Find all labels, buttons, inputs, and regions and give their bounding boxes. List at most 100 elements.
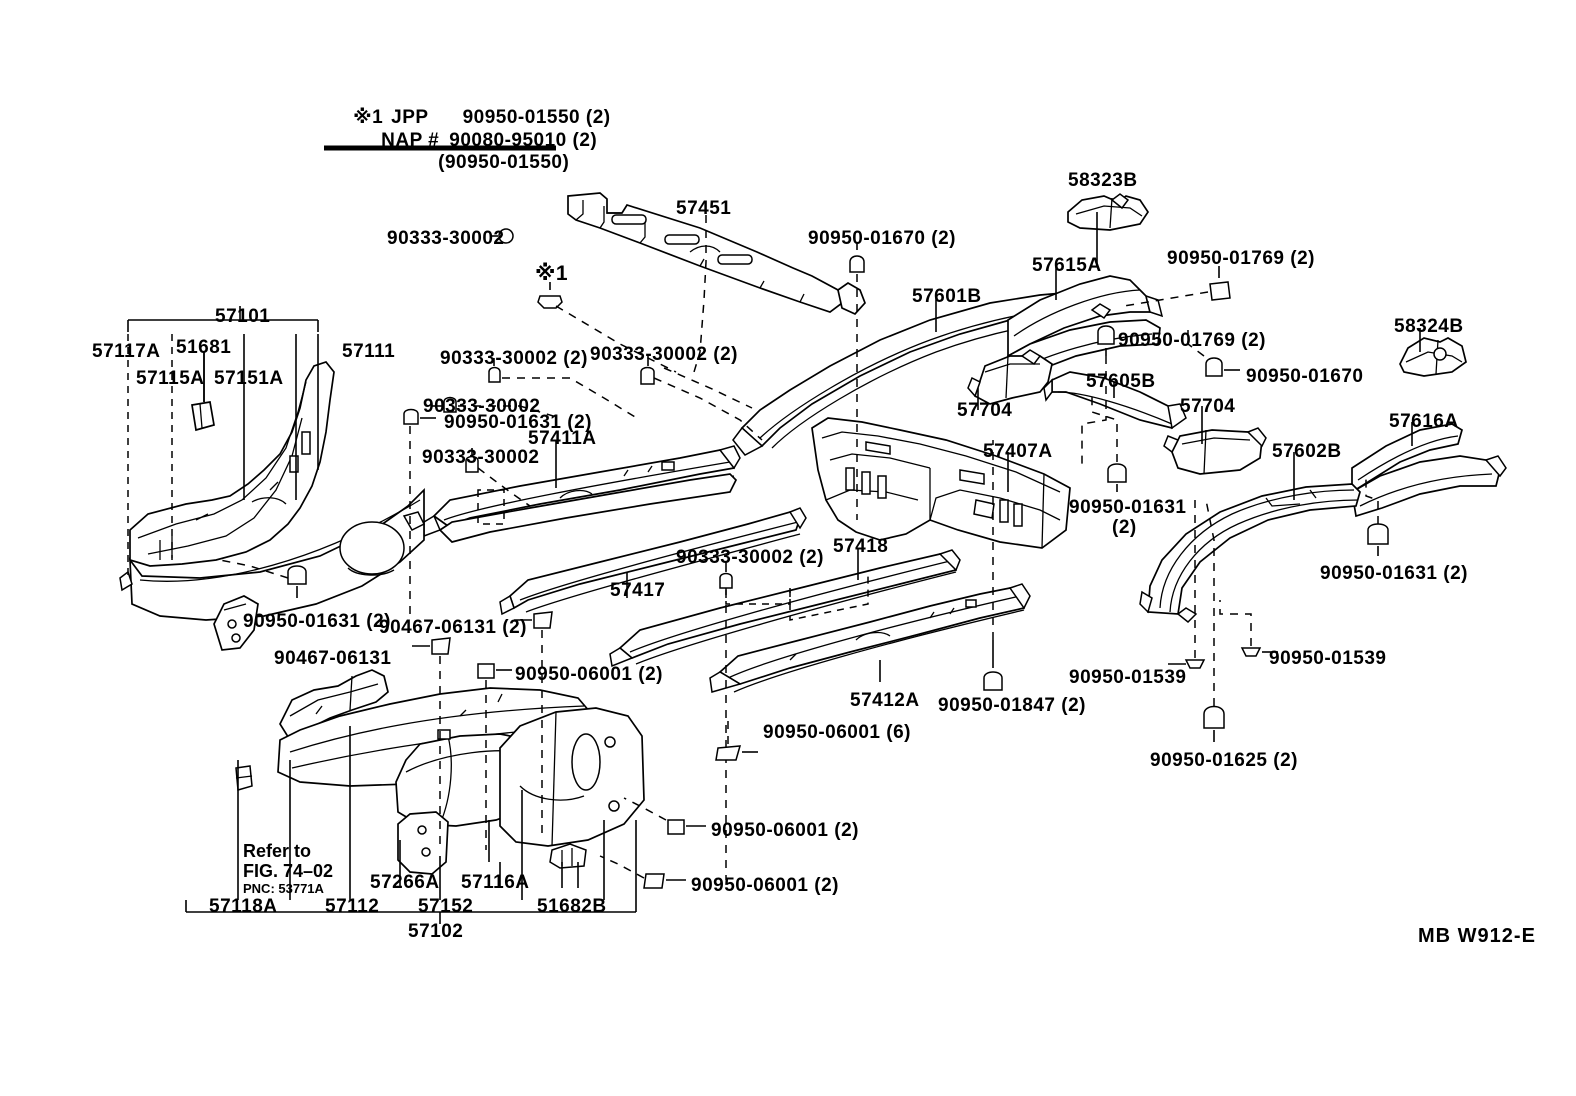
label-57616A: 57616A — [1389, 411, 1459, 432]
bracket-57102 — [185, 726, 637, 924]
fastener-90950-01631-upper — [403, 408, 436, 620]
header-note: ※1 JPP 90950-01550 (2) — [330, 82, 611, 155]
label-90950-01670-b: 90950-01670 — [1246, 366, 1364, 387]
label-90950-01670-a: 90950-01670 (2) — [808, 228, 956, 249]
label-57605B: 57605B — [1086, 371, 1156, 392]
refer-note: Refer to FIG. 74–02 PNC: 53771A — [243, 841, 334, 896]
header-note-line2: NAP # 90080-95010 (2) — [358, 105, 597, 178]
fastener-90950-06001-a — [477, 663, 512, 850]
leader-57451 — [693, 215, 707, 373]
part-illustration-57101 — [119, 361, 426, 651]
fastener-marker-1 — [537, 282, 677, 373]
label-57407A: 57407A — [983, 441, 1053, 462]
label-57704-left: 57704 — [957, 400, 1013, 421]
fastener-90950-01539-b — [1219, 600, 1278, 657]
fastener-90950-01670-a — [849, 242, 865, 520]
header-note-line3-value: (90950-01550) — [438, 152, 570, 174]
fastener-90950-01539-a — [1168, 500, 1206, 669]
refer-note-line1: Refer to — [243, 841, 312, 861]
fastener-90950-01631-left — [219, 559, 307, 598]
label-90950-01631-center: 90950-01631 — [1069, 497, 1187, 518]
label-57602B: 57602B — [1272, 441, 1342, 462]
label-57601B: 57601B — [912, 286, 982, 307]
label-57117A: 57117A — [92, 341, 161, 362]
fastener-90950-06001-b — [715, 720, 758, 761]
label-90950-01769-b: 90950-01769 (2) — [1118, 330, 1266, 351]
label-90950-01631-right: 90950-01631 (2) — [1320, 563, 1468, 584]
label-90333-30002-b: 90333-30002 (2) — [440, 348, 588, 369]
bracket-57101 — [127, 306, 319, 580]
fastener-90467-06131-a — [514, 611, 553, 840]
label-57115A: 57115A — [136, 368, 205, 389]
fastener-90950-01631-center — [1091, 392, 1127, 492]
label-58323B: 58323B — [1068, 170, 1138, 191]
fastener-90950-06001-d — [599, 855, 686, 889]
label-90950-06001-c: 90950-06001 (2) — [711, 820, 859, 841]
label-57411A: 57411A — [528, 428, 597, 449]
header-note-line1-label: JPP — [391, 107, 429, 129]
header-note-marker: ※1 — [353, 107, 384, 129]
part-illustration-57704-right — [1163, 427, 1267, 475]
label-90333-30002: 90333-30002 — [387, 228, 505, 249]
marker-callout-1: ※1 — [535, 262, 569, 285]
part-illustration-57417 — [499, 507, 807, 616]
fastener-90950-01769-a — [1123, 266, 1231, 307]
label-90333-30002-d: 90333-30002 — [423, 396, 541, 417]
label-57152: 57152 — [418, 896, 474, 917]
label-57412A: 57412A — [850, 690, 920, 711]
figure-code: MB W912-E — [1418, 925, 1536, 947]
fastener-90467-06131-b — [412, 637, 451, 850]
fastener-90333-30002-c — [640, 356, 763, 441]
label-51682B: 51682B — [537, 896, 607, 917]
fastener-90333-30002-b — [488, 358, 641, 421]
label-57118A: 57118A — [209, 896, 278, 917]
header-note-line2-label: NAP # — [381, 130, 440, 152]
label-90333-30002-e: 90333-30002 — [422, 447, 540, 468]
header-note-line2-value: 90080-95010 (2) — [449, 130, 598, 152]
fastener-90950-01847 — [983, 440, 1003, 691]
label-90950-01631-center-qty: (2) — [1112, 517, 1137, 538]
fastener-90333-30002-d — [432, 396, 561, 419]
label-57111: 57111 — [342, 341, 396, 362]
label-57417: 57417 — [610, 580, 666, 601]
label-57266A: 57266A — [370, 872, 440, 893]
label-90333-30002-c: 90333-30002 (2) — [590, 344, 738, 365]
label-90950-06001-d: 90950-06001 (2) — [691, 875, 839, 896]
label-57451: 57451 — [676, 198, 732, 219]
label-57704-right: 57704 — [1180, 396, 1236, 417]
label-57615A: 57615A — [1032, 255, 1102, 276]
dashed-ref-57418 — [789, 576, 869, 621]
fastener-90950-01631-right — [1365, 478, 1389, 556]
part-illustration-57411A — [423, 445, 741, 543]
label-57418: 57418 — [833, 536, 889, 557]
fastener-90333-30002-a — [490, 228, 514, 244]
header-note-line1-value: 90950-01550 (2) — [462, 107, 611, 129]
label-51681: 51681 — [176, 337, 232, 358]
label-57101: 57101 — [215, 306, 271, 327]
fastener-90950-06001-c — [623, 797, 706, 835]
label-57102: 57102 — [408, 921, 464, 942]
label-90467-06131-a: 90467-06131 (2) — [379, 617, 527, 638]
label-90950-01847: 90950-01847 (2) — [938, 695, 1086, 716]
fastener-90333-30002-e — [465, 448, 531, 507]
label-90467-06131-b: 90467-06131 — [274, 648, 392, 669]
part-illustration-57616A — [1351, 423, 1507, 518]
label-90950-01539-a: 90950-01539 — [1069, 667, 1187, 688]
label-90950-01631-upper: 90950-01631 (2) — [444, 412, 592, 433]
label-57112: 57112 — [325, 896, 380, 917]
label-90333-30002-f: 90333-30002 (2) — [676, 547, 824, 568]
part-illustration-57102 — [235, 669, 645, 875]
part-illustration-57602B — [1139, 483, 1361, 624]
refer-note-line2: FIG. 74–02 — [243, 860, 334, 881]
label-57151A: 57151A — [214, 368, 284, 389]
part-illustration-58323B — [1067, 193, 1150, 231]
fastener-90950-01670-b — [1187, 330, 1240, 377]
label-90950-01625: 90950-01625 (2) — [1150, 750, 1298, 771]
part-illustration-58324B — [1399, 337, 1467, 377]
label-57116A: 57116A — [461, 872, 530, 893]
part-illustration-57605B — [1043, 371, 1187, 430]
fastener-90950-01625 — [1203, 499, 1225, 742]
label-90950-01769-a: 90950-01769 (2) — [1167, 248, 1315, 269]
